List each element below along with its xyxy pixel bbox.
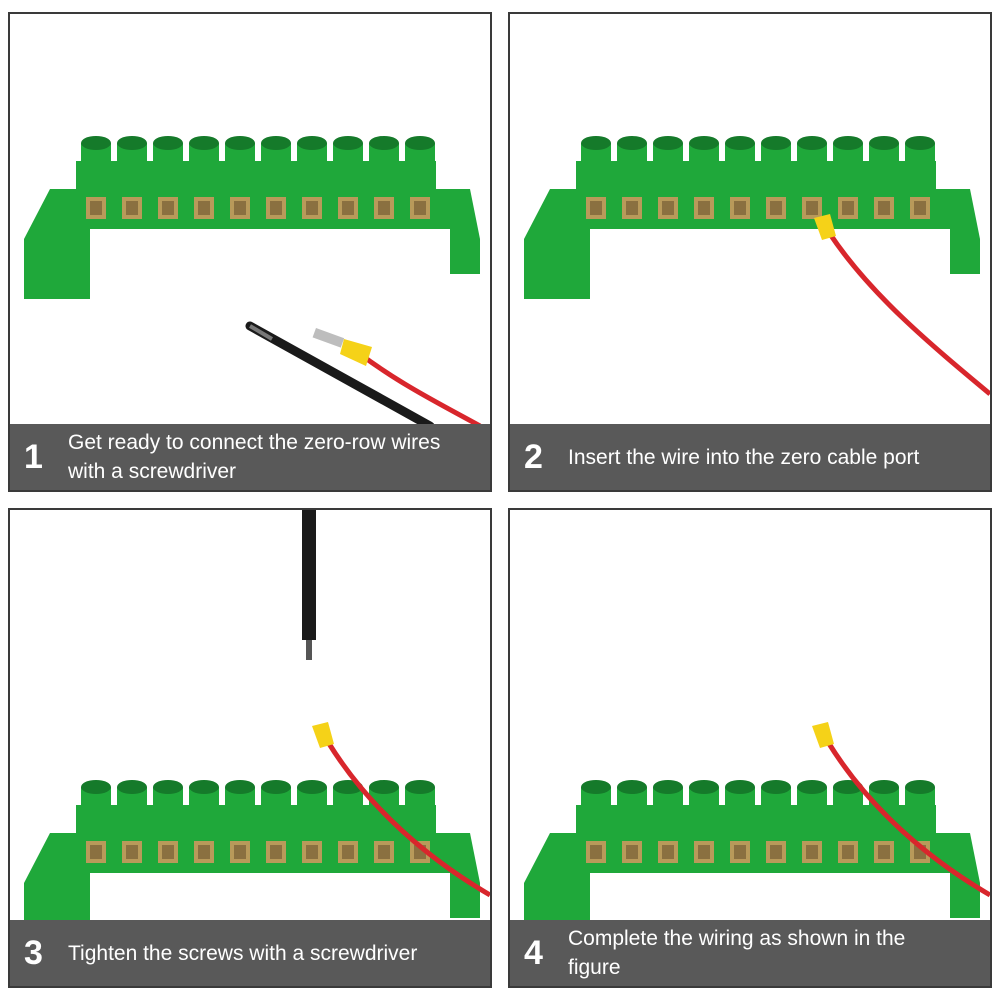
step-number: 4 bbox=[524, 934, 543, 972]
busbar-scene-2 bbox=[524, 136, 990, 396]
busbar-scene-3 bbox=[24, 510, 490, 922]
step-number: 2 bbox=[524, 438, 543, 476]
step-description: Complete the wiring as shown in the figu… bbox=[568, 927, 906, 979]
neutral-busbar bbox=[24, 136, 480, 299]
neutral-busbar bbox=[524, 136, 980, 299]
busbar-scene-1 bbox=[24, 136, 482, 426]
wire-icon bbox=[312, 327, 482, 426]
screwdriver-icon bbox=[302, 510, 316, 660]
step-caption-3: 3 Tighten the screws with a screwdriver bbox=[10, 920, 490, 986]
step-caption-4: 4 Complete the wiring as shown in the fi… bbox=[510, 920, 990, 986]
step-caption-1: 1 Get ready to connect the zero-row wire… bbox=[10, 424, 490, 490]
step-description: Tighten the screws with a screwdriver bbox=[68, 941, 418, 965]
wire-icon bbox=[814, 214, 990, 396]
step-panel-4: 4 Complete the wiring as shown in the fi… bbox=[508, 508, 992, 988]
busbar-scene-4 bbox=[524, 722, 990, 922]
step-panel-2: 2 Insert the wire into the zero cable po… bbox=[508, 12, 992, 492]
wire-icon bbox=[812, 722, 990, 898]
wire-icon bbox=[312, 722, 490, 898]
neutral-busbar bbox=[24, 780, 480, 922]
step-number: 1 bbox=[24, 438, 43, 476]
neutral-busbar bbox=[524, 780, 980, 922]
step-description: Insert the wire into the zero cable port bbox=[568, 445, 920, 469]
step-panel-3: 3 Tighten the screws with a screwdriver bbox=[8, 508, 492, 988]
screwdriver-icon bbox=[245, 321, 435, 426]
step-panel-1: 1 Get ready to connect the zero-row wire… bbox=[8, 12, 492, 492]
step-caption-2: 2 Insert the wire into the zero cable po… bbox=[510, 424, 990, 490]
step-number: 3 bbox=[24, 934, 43, 972]
step-description: Get ready to connect the zero-row wires … bbox=[68, 431, 441, 483]
